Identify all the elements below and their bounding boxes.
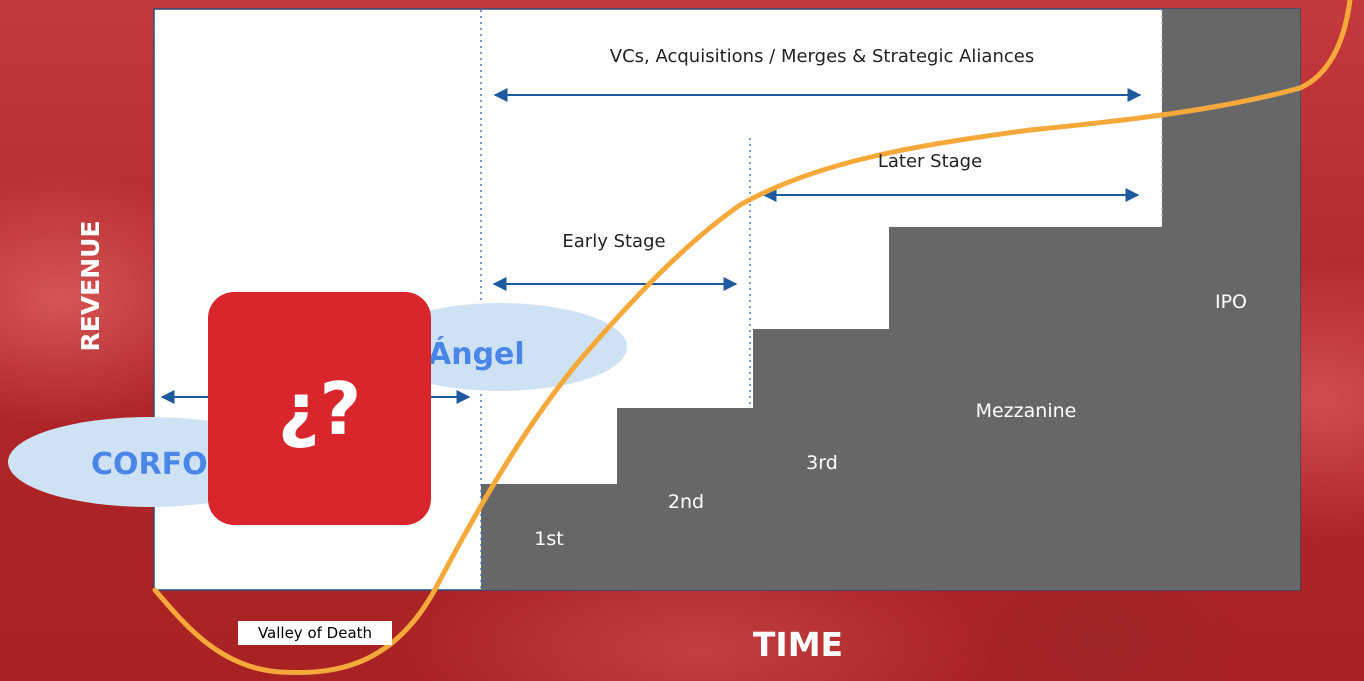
x-axis-title: TIME [753,625,843,664]
y-axis-title: REVENUE [76,220,105,351]
early-stage-label: Early Stage [562,231,665,252]
third-round-label: 3rd [806,452,838,474]
unknown-funding-box: ¿? [208,292,431,525]
vcs-label: VCs, Acquisitions / Merges & Strategic A… [610,46,1034,67]
funding-steps [481,9,1300,590]
angel-ellipse [373,303,627,391]
mezzanine-label: Mezzanine [976,400,1077,422]
growth-curve [152,0,1353,676]
first-round-label: 1st [534,528,563,550]
valley-of-death-label: Valley of Death [238,621,392,645]
later-stage-label: Later Stage [878,151,982,172]
ipo-label: IPO [1215,291,1247,313]
angel-label: Ángel [428,336,525,372]
second-round-label: 2nd [668,491,704,513]
corfo-label: CORFO [91,447,208,482]
